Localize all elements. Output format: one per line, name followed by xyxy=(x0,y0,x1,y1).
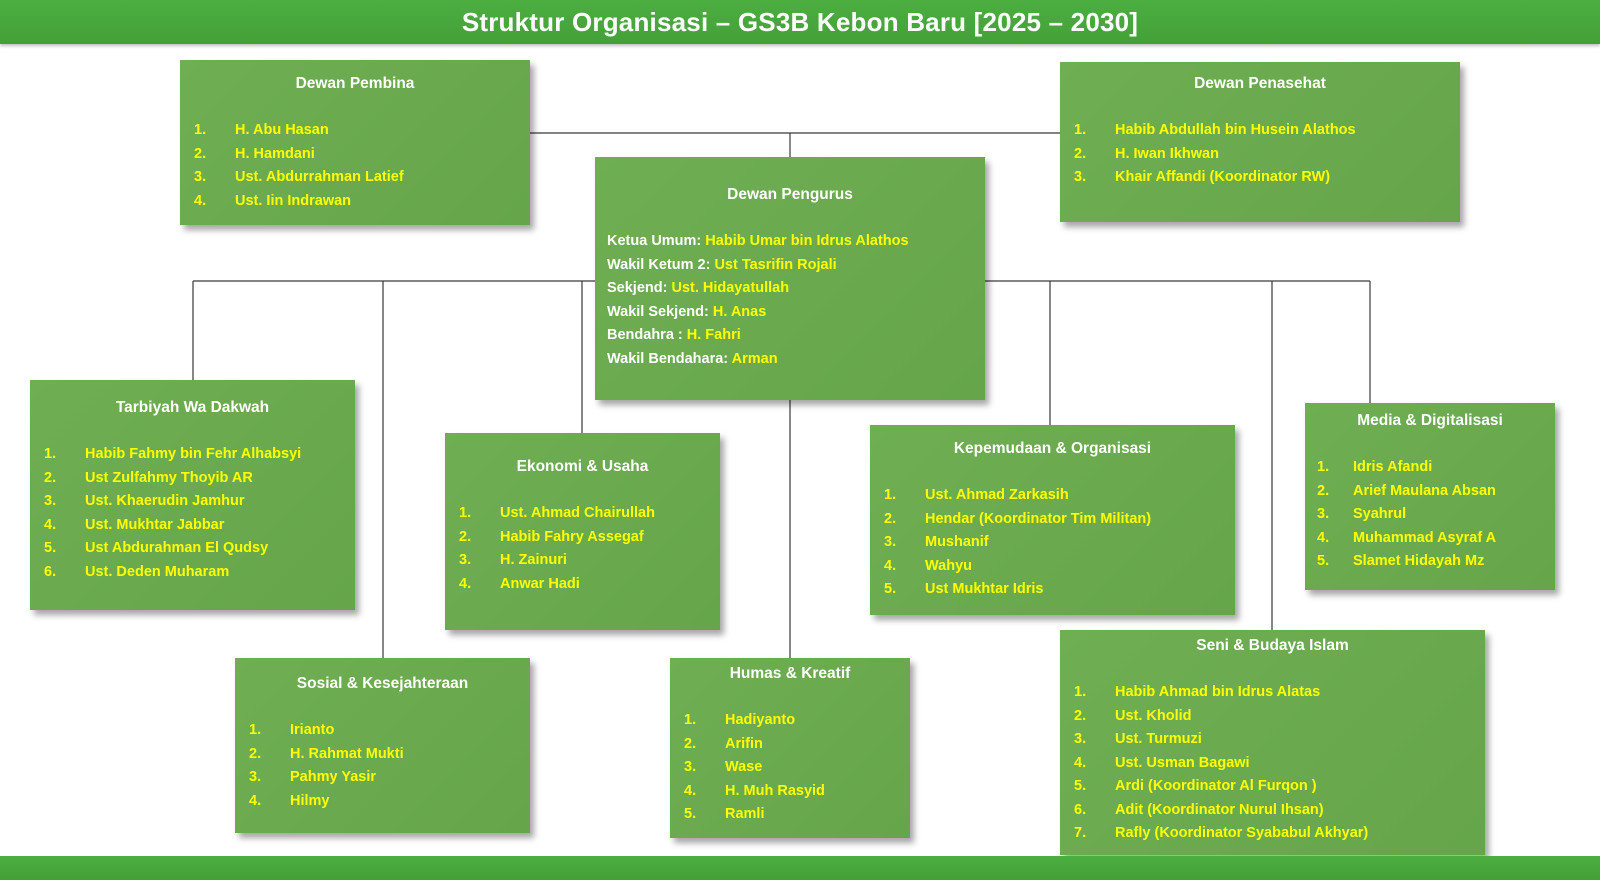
role-label: Ketua Umum: xyxy=(607,233,702,249)
member-list: Habib Abdullah bin Husein Alathos H. Iwa… xyxy=(1060,119,1460,190)
member-list: Irianto H. Rahmat Mukti Pahmy Yasir Hilm… xyxy=(235,719,530,813)
member-item: Anwar Hadi xyxy=(459,573,580,596)
member-item: H. Zainuri xyxy=(459,549,567,572)
role-line: Wakil Sekjend: H. Anas xyxy=(607,301,985,325)
member-item: Ust. Khaerudin Jamhur xyxy=(44,490,245,513)
box-title: Media & Digitalisasi xyxy=(1357,412,1503,429)
member-item: Wahyu xyxy=(884,555,972,578)
member-item: Habib Fahry Assegaf xyxy=(459,526,644,549)
role-list: Ketua Umum: Habib Umar bin Idrus Alathos… xyxy=(595,230,985,371)
role-line: Sekjend: Ust. Hidayatullah xyxy=(607,277,985,301)
role-name: Arman xyxy=(731,350,778,367)
role-name: Ust Tasrifin Rojali xyxy=(714,256,837,273)
member-item: Ust Mukhtar Idris xyxy=(884,578,1044,601)
member-item: Ust. Iin Indrawan xyxy=(194,190,352,213)
box-title: Humas & Kreatif xyxy=(729,665,851,682)
member-item: Wase xyxy=(684,756,763,779)
member-item: Idris Afandi xyxy=(1317,456,1433,479)
member-item: Habib Ahmad bin Idrus Alatas xyxy=(1074,681,1321,704)
member-item: Khair Affandi (Koordinator RW) xyxy=(1074,166,1331,189)
member-item: Arief Maulana Absan xyxy=(1317,480,1496,503)
member-item: Rafly (Koordinator Syababul Akhyar) xyxy=(1074,822,1369,845)
role-line: Wakil Ketum 2: Ust Tasrifin Rojali xyxy=(607,254,985,278)
member-item: Adit (Koordinator Nurul Ihsan) xyxy=(1074,799,1324,822)
box-title: Seni & Budaya Islam xyxy=(1196,637,1349,654)
member-item: Ramli xyxy=(684,803,765,826)
member-item: H. Muh Rasyid xyxy=(684,780,825,803)
box-dewan-pembina: Dewan Pembina H. Abu Hasan H. Hamdani Us… xyxy=(180,60,530,225)
role-label: Wakil Sekjend: xyxy=(607,303,709,320)
member-item: Ust. Ahmad Zarkasih xyxy=(884,484,1069,507)
box-title: Dewan Pengurus xyxy=(727,186,853,203)
member-item: Ust. Deden Muharam xyxy=(44,561,230,584)
member-list: Hadiyanto Arifin Wase H. Muh Rasyid Raml… xyxy=(670,709,910,827)
member-list: H. Abu Hasan H. Hamdani Ust. Abdurrahman… xyxy=(180,119,530,213)
member-item: Ust. Turmuzi xyxy=(1074,728,1202,751)
member-item: Mushanif xyxy=(884,531,989,554)
box-sosial-kesejahteraan: Sosial & Kesejahteraan Irianto H. Rahmat… xyxy=(235,658,530,833)
member-item: H. Abu Hasan xyxy=(194,119,329,142)
member-item: Slamet Hidayah Mz xyxy=(1317,550,1485,573)
member-list: Habib Ahmad bin Idrus Alatas Ust. Kholid… xyxy=(1060,681,1485,846)
member-item: Habib Fahmy bin Fehr Alhabsyi xyxy=(44,443,302,466)
member-list: Idris Afandi Arief Maulana Absan Syahrul… xyxy=(1305,456,1555,574)
box-title: Dewan Penasehat xyxy=(1194,75,1326,92)
member-item: H. Rahmat Mukti xyxy=(249,743,404,766)
role-line: Wakil Bendahara: Arman xyxy=(607,348,985,372)
box-seni-budaya-islam: Seni & Budaya Islam Habib Ahmad bin Idru… xyxy=(1060,630,1485,855)
box-humas-kreatif: Humas & Kreatif Hadiyanto Arifin Wase H.… xyxy=(670,658,910,838)
box-dewan-penasehat: Dewan Penasehat Habib Abdullah bin Husei… xyxy=(1060,62,1460,222)
role-name: Habib Umar bin Idrus Alathos xyxy=(705,233,909,249)
role-name: H. Fahri xyxy=(686,327,741,343)
role-label: Wakil Ketum 2: xyxy=(607,256,711,273)
member-item: Syahrul xyxy=(1317,503,1407,526)
member-list: Ust. Ahmad Zarkasih Hendar (Koordinator … xyxy=(870,484,1235,602)
member-item: H. Iwan Ikhwan xyxy=(1074,143,1219,166)
page-title: Struktur Organisasi – GS3B Kebon Baru [2… xyxy=(461,6,1139,37)
member-item: Irianto xyxy=(249,719,335,742)
role-label: Sekjend: xyxy=(607,280,668,296)
member-item: Ust. Mukhtar Jabbar xyxy=(44,514,225,537)
member-list: Ust. Ahmad Chairullah Habib Fahry Assega… xyxy=(445,502,720,596)
role-label: Wakil Bendahara: xyxy=(607,350,729,367)
box-title: Kepemudaan & Organisasi xyxy=(953,440,1152,457)
box-title: Ekonomi & Usaha xyxy=(516,458,649,475)
member-item: Ust. Usman Bagawi xyxy=(1074,752,1250,775)
box-dewan-pengurus: Dewan Pengurus Ketua Umum: Habib Umar bi… xyxy=(595,157,985,400)
member-item: Ust. Abdurrahman Latief xyxy=(194,166,404,189)
member-item: Habib Abdullah bin Husein Alathos xyxy=(1074,119,1356,142)
role-line: Bendahra : H. Fahri xyxy=(607,324,985,348)
member-item: H. Hamdani xyxy=(194,143,315,166)
member-item: Hendar (Koordinator Tim Militan) xyxy=(884,508,1152,531)
role-line: Ketua Umum: Habib Umar bin Idrus Alathos xyxy=(607,230,985,254)
footer-bar xyxy=(0,856,1600,880)
box-title: Sosial & Kesejahteraan xyxy=(296,675,469,692)
box-title: Dewan Pembina xyxy=(295,75,415,92)
member-item: Hilmy xyxy=(249,790,330,813)
member-item: Ust Zulfahmy Thoyib AR xyxy=(44,467,253,490)
role-label: Bendahra : xyxy=(607,327,683,343)
role-name: H. Anas xyxy=(712,303,767,320)
member-item: Arifin xyxy=(684,733,763,756)
member-item: Ardi (Koordinator Al Furqon ) xyxy=(1074,775,1317,798)
member-list: Habib Fahmy bin Fehr Alhabsyi Ust Zulfah… xyxy=(30,443,355,584)
role-name: Ust. Hidayatullah xyxy=(671,280,790,296)
member-item: Ust. Ahmad Chairullah xyxy=(459,502,655,525)
box-ekonomi-usaha: Ekonomi & Usaha Ust. Ahmad Chairullah Ha… xyxy=(445,433,720,630)
member-item: Hadiyanto xyxy=(684,709,796,732)
box-media-digitalisasi: Media & Digitalisasi Idris Afandi Arief … xyxy=(1305,403,1555,590)
member-item: Ust. Kholid xyxy=(1074,705,1192,728)
box-tarbiyah-wa-dakwah: Tarbiyah Wa Dakwah Habib Fahmy bin Fehr … xyxy=(30,380,355,610)
member-item: Muhammad Asyraf A xyxy=(1317,527,1497,550)
box-title: Tarbiyah Wa Dakwah xyxy=(115,399,270,416)
member-item: Ust Abdurahman El Qudsy xyxy=(44,537,269,560)
box-kepemudaan-organisasi: Kepemudaan & Organisasi Ust. Ahmad Zarka… xyxy=(870,425,1235,615)
member-item: Pahmy Yasir xyxy=(249,766,376,789)
header-bar: Struktur Organisasi – GS3B Kebon Baru [2… xyxy=(0,0,1600,44)
